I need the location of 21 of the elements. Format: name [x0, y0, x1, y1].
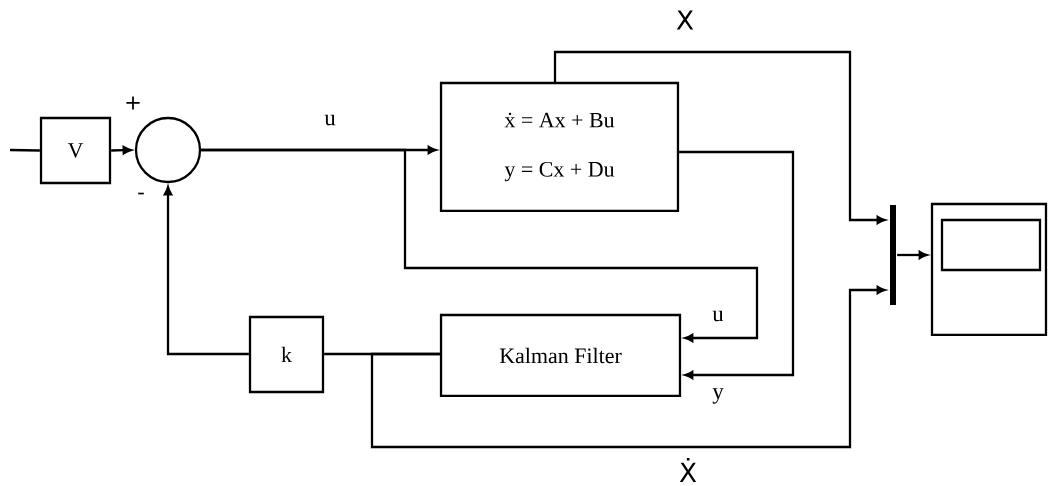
- edge-label: u: [322, 112, 338, 128]
- edge-label: u: [710, 308, 726, 324]
- block-box: k: [248, 315, 325, 394]
- scope-drawing: [930, 202, 1048, 337]
- block-box: V: [39, 116, 112, 185]
- arrow: [553, 50, 886, 225]
- arrow: [163, 186, 249, 356]
- block-box: Kalman Filter: [439, 313, 682, 398]
- arrow: [201, 148, 759, 343]
- arrow: [679, 150, 795, 380]
- sign-label: -: [138, 192, 144, 195]
- edge-label: y: [710, 386, 726, 406]
- arrow: [370, 285, 886, 449]
- summing-junction: [134, 116, 202, 184]
- edge-label: Ẋ: [677, 456, 699, 484]
- arrow: [111, 145, 132, 155]
- sign-label: +: [126, 96, 140, 110]
- edge-label: X: [674, 8, 696, 32]
- mux-bar: [890, 205, 896, 305]
- state-space-box: ẋ = Ax + Bu y = Cx + Du: [439, 81, 680, 213]
- arrow: [897, 250, 928, 260]
